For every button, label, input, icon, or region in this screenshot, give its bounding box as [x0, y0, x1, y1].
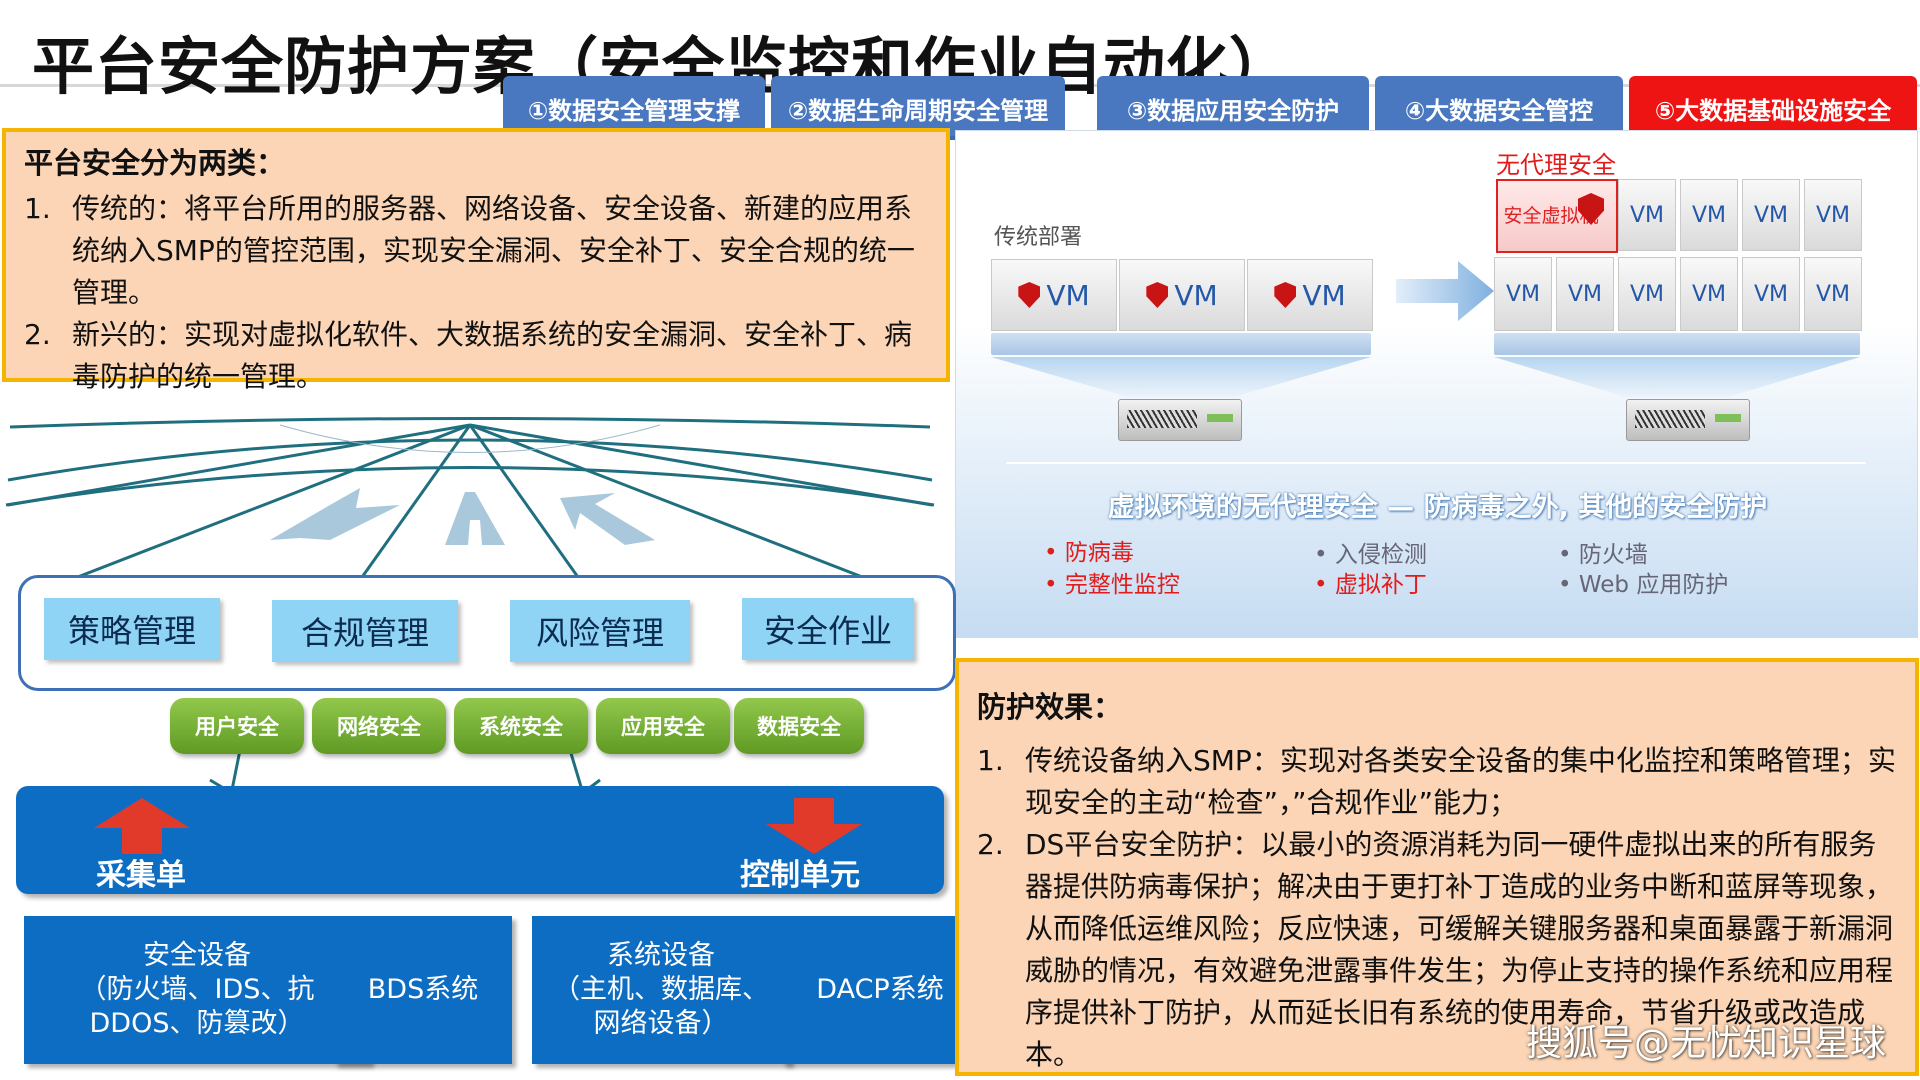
- shield-icon: [1146, 282, 1169, 308]
- agentless-security-diagram: 传统部署 无代理安全 VM VM VM 安全虚拟机 VM VM VM VM VM…: [955, 130, 1918, 638]
- vm: VM: [1804, 257, 1862, 331]
- item-number: 2.: [24, 318, 51, 351]
- vm-label: VM: [1302, 278, 1346, 312]
- category-risk-management: 风险管理: [510, 600, 690, 662]
- agentless-caption: 虚拟环境的无代理安全 — 防病毒之外, 其他的安全防护: [1107, 492, 1768, 523]
- collect-control-bar: 采集单元 控制单元: [16, 786, 944, 894]
- platform-security-title: 平台安全分为两类：: [24, 146, 286, 180]
- agentless-security-label: 无代理安全: [1496, 151, 1616, 179]
- vm-with-agent: VM: [991, 259, 1117, 331]
- pill-network-security: 网络安全: [312, 698, 446, 754]
- vm-with-agent: VM: [1247, 259, 1373, 331]
- vm: VM: [1494, 257, 1552, 331]
- protection-effect-panel: 防护效果： 1. 传统设备纳入SMP：实现对各类安全设备的集中化监控和策略管理；…: [955, 658, 1919, 1076]
- pill-data-security: 数据安全: [734, 698, 864, 754]
- collect-unit-label: 采集单元: [96, 858, 186, 893]
- vm: VM: [1742, 179, 1800, 251]
- vm: VM: [1680, 257, 1738, 331]
- watermark: 搜狐号@无忧知识星球: [1525, 1023, 1886, 1064]
- feature-bullet: • 防病毒: [1044, 540, 1134, 566]
- item-text: 传统设备纳入SMP：实现对各类安全设备的集中化监控和策略管理；实现安全的主动“检…: [1025, 744, 1896, 819]
- category-compliance-management: 合规管理: [272, 600, 458, 662]
- traditional-deployment-label: 传统部署: [994, 225, 1083, 250]
- item-text: 传统的：将平台所用的服务器、网络设备、安全设备、新建的应用系统纳入SMP的管控范…: [72, 192, 915, 309]
- vm: VM: [1556, 257, 1614, 331]
- item-text: DS平台安全防护：以最小的资源消耗为同一硬件虚拟出来的所有服务器提供防病毒保护；…: [1025, 828, 1894, 1071]
- pill-user-security: 用户安全: [170, 698, 304, 754]
- arrow-down-icon: [766, 798, 862, 854]
- divider: [1006, 462, 1866, 464]
- feature-label: 虚拟补丁: [1334, 572, 1427, 598]
- arrow-right-icon: [1396, 261, 1494, 321]
- platform-security-panel: 平台安全分为两类： 1. 传统的：将平台所用的服务器、网络设备、安全设备、新建的…: [2, 128, 950, 393]
- control-unit-label: 控制单元: [740, 858, 860, 893]
- server-icon: [1118, 399, 1242, 441]
- security-architecture-diagram: 策略管理 合规管理 风险管理 安全作业 用户安全 网络安全 系统安全 应用安全 …: [0, 410, 978, 1080]
- vm-with-agent: VM: [1119, 259, 1245, 331]
- system-bds: BDS系统: [334, 916, 512, 1064]
- feature-label: 完整性监控: [1064, 572, 1180, 598]
- protection-effect-title: 防护效果：: [977, 690, 1123, 724]
- security-vm-label: 安全虚拟机: [1503, 205, 1599, 227]
- vm: VM: [1680, 179, 1738, 251]
- feature-label: Web 应用防护: [1578, 572, 1729, 598]
- vm-label: VM: [1046, 278, 1090, 312]
- feature-bullet: • Web 应用防护: [1558, 572, 1729, 598]
- system-dacp: DACP系统: [782, 916, 978, 1064]
- feature-label: 防病毒: [1064, 540, 1134, 566]
- system-devices: 系统设备 （主机、数据库、网络设备）: [532, 916, 790, 1064]
- vm-label: VM: [1174, 278, 1218, 312]
- category-security-operation: 安全作业: [742, 598, 914, 660]
- item-number: 1.: [24, 192, 51, 225]
- shield-icon: [1018, 282, 1041, 308]
- platform-security-item: 2. 新兴的：实现对虚拟化软件、大数据系统的安全漏洞、安全补丁、病毒防护的统一管…: [24, 314, 928, 398]
- feature-bullet: • 完整性监控: [1044, 572, 1180, 598]
- feature-label: 入侵检测: [1334, 542, 1427, 568]
- light-beam: [991, 357, 1371, 397]
- pill-application-security: 应用安全: [596, 698, 730, 754]
- system-security-devices: 安全设备 （防火墙、IDS、抗DDOS、防篡改）: [24, 916, 370, 1064]
- item-number: 2.: [977, 828, 1004, 861]
- feature-bullet: • 虚拟补丁: [1314, 572, 1427, 598]
- umbrella-lines: [5, 417, 935, 582]
- server-icon: [1626, 399, 1750, 441]
- protection-effect-item: 1. 传统设备纳入SMP：实现对各类安全设备的集中化监控和策略管理；实现安全的主…: [977, 740, 1897, 824]
- arrow-up-icon: [94, 798, 190, 854]
- item-number: 1.: [977, 744, 1004, 777]
- light-beam: [1494, 357, 1860, 397]
- tab-big-data-infrastructure-security[interactable]: ⑤大数据基础设施安全: [1629, 76, 1917, 140]
- vm: VM: [1742, 257, 1800, 331]
- protection-effect-item: 2. DS平台安全防护：以最小的资源消耗为同一硬件虚拟出来的所有服务器提供防病毒…: [977, 824, 1897, 1076]
- platform-security-item: 1. 传统的：将平台所用的服务器、网络设备、安全设备、新建的应用系统纳入SMP的…: [24, 188, 928, 314]
- feature-bullet: • 入侵检测: [1314, 542, 1427, 568]
- tab-big-data-security-control[interactable]: ④大数据安全管控: [1375, 76, 1623, 140]
- feature-bullet: • 防火墙: [1558, 542, 1648, 568]
- shield-icon: [1274, 282, 1297, 308]
- feature-label: 防火墙: [1578, 542, 1648, 568]
- vm: VM: [1804, 179, 1862, 251]
- vm: VM: [1618, 179, 1676, 251]
- security-vm: 安全虚拟机: [1496, 179, 1618, 253]
- category-policy-management: 策略管理: [44, 598, 220, 660]
- item-text: 新兴的：实现对虚拟化软件、大数据系统的安全漏洞、安全补丁、病毒防护的统一管理。: [72, 318, 913, 393]
- pill-system-security: 系统安全: [454, 698, 588, 754]
- host-bar: [991, 333, 1371, 355]
- host-bar: [1494, 333, 1860, 355]
- vm: VM: [1618, 257, 1676, 331]
- tab-data-application-protection[interactable]: ③数据应用安全防护: [1097, 76, 1369, 140]
